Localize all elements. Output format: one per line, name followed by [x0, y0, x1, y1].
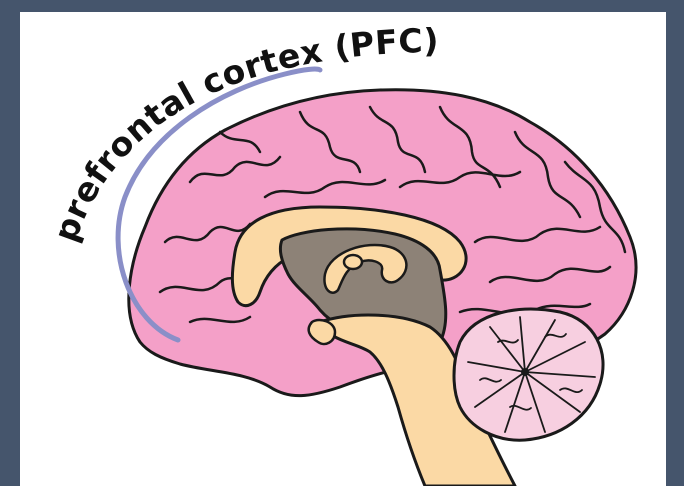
diagram-canvas: prefrontal cortex (PFC)	[20, 12, 666, 486]
thalamus-nucleus	[344, 255, 362, 269]
brain-diagram: prefrontal cortex (PFC)	[20, 12, 666, 486]
cerebellum	[454, 309, 603, 440]
